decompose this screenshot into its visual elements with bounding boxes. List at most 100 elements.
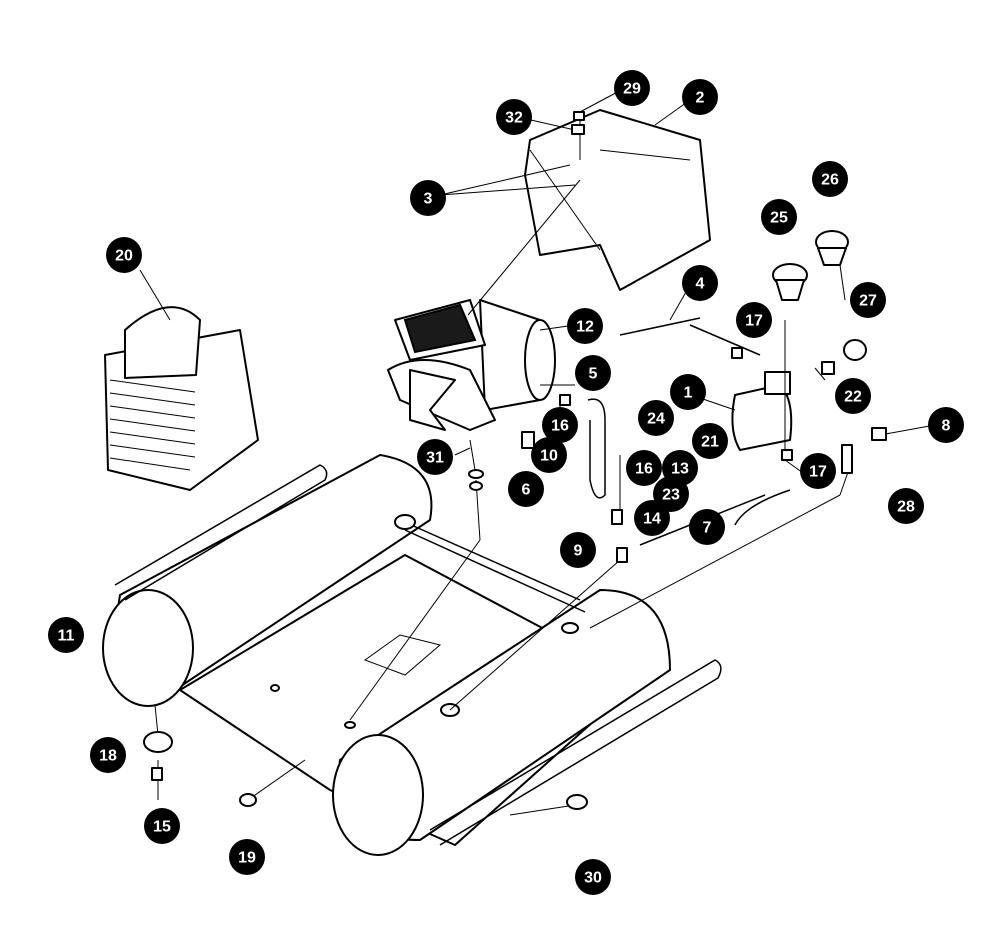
callout-circle <box>736 302 772 338</box>
callout-10: 10 <box>531 437 567 473</box>
right-tank-rail <box>429 659 722 846</box>
callout-circle <box>638 400 674 436</box>
callout-14: 14 <box>634 500 670 536</box>
callout-number: 31 <box>426 450 444 467</box>
callout-number: 16 <box>551 418 569 435</box>
callout-18: 18 <box>90 737 126 773</box>
top-cover <box>524 109 711 291</box>
callout-circle <box>410 180 446 216</box>
air-tank-assembly <box>102 454 722 856</box>
callout-circle <box>575 859 611 895</box>
callout-circle <box>106 237 142 273</box>
rear-shroud <box>104 306 259 491</box>
callout-27: 27 <box>850 282 886 318</box>
callout-30: 30 <box>575 859 611 895</box>
callout-number: 18 <box>99 748 117 765</box>
callout-circle <box>531 437 567 473</box>
callout-6: 6 <box>508 471 544 507</box>
callout-number: 21 <box>701 434 719 451</box>
callout-circle <box>560 532 596 568</box>
callout-29: 29 <box>614 70 650 106</box>
callout-number: 2 <box>696 90 705 107</box>
callout-circle <box>888 488 924 524</box>
callout-circle <box>850 282 886 318</box>
motor-pump-assembly <box>387 299 556 431</box>
callout-number: 22 <box>844 389 862 406</box>
callout-22: 22 <box>835 378 871 414</box>
callout-16b: 16 <box>626 450 662 486</box>
callout-circle <box>144 808 180 844</box>
callout-26: 26 <box>812 161 848 197</box>
callout-number: 10 <box>540 448 558 465</box>
callout-32: 32 <box>496 99 532 135</box>
callout-number: 14 <box>643 511 661 528</box>
tank-port-d <box>270 684 280 692</box>
callout-number: 7 <box>703 520 712 537</box>
callout-number: 30 <box>584 870 602 887</box>
callout-number: 28 <box>897 499 915 516</box>
callout-23: 23 <box>653 476 689 512</box>
callout-circle <box>417 439 453 475</box>
fasteners <box>143 111 887 810</box>
callout-number: 12 <box>576 319 594 336</box>
callout-9: 9 <box>560 532 596 568</box>
callout-7: 7 <box>689 509 725 545</box>
callout-31: 31 <box>417 439 453 475</box>
callout-number: 29 <box>623 81 641 98</box>
callout-number: 25 <box>770 210 788 227</box>
callout-circle <box>48 617 84 653</box>
callout-21: 21 <box>692 423 728 459</box>
callout-11: 11 <box>48 617 84 653</box>
callout-number: 17 <box>809 464 827 481</box>
callout-2: 2 <box>682 79 718 115</box>
callout-4: 4 <box>682 265 718 301</box>
callout-number: 11 <box>58 628 75 645</box>
callout-number: 19 <box>238 850 256 867</box>
callout-circle <box>692 423 728 459</box>
callout-circle <box>90 737 126 773</box>
callout-1: 1 <box>670 374 706 410</box>
connecting-pipe <box>399 519 586 613</box>
callout-circle <box>508 471 544 507</box>
callout-circle <box>800 453 836 489</box>
tube-7 <box>734 489 791 526</box>
callout-28: 28 <box>888 488 924 524</box>
callout-number: 13 <box>671 461 689 478</box>
callout-15: 15 <box>144 808 180 844</box>
callout-17a: 17 <box>736 302 772 338</box>
callout-circle <box>634 500 670 536</box>
tank-port-a <box>561 622 579 634</box>
callout-circle <box>670 374 706 410</box>
callout-circle <box>653 476 689 512</box>
callout-circle <box>575 355 611 391</box>
callout-number: 17 <box>745 313 763 330</box>
supply-line <box>619 317 761 356</box>
callout-circle <box>682 79 718 115</box>
callout-3: 3 <box>410 180 446 216</box>
tank-port-c <box>344 721 356 729</box>
callout-number: 26 <box>821 172 839 189</box>
callout-number: 6 <box>522 482 531 499</box>
callout-circle <box>496 99 532 135</box>
callout-number: 16 <box>635 461 653 478</box>
callout-20: 20 <box>106 237 142 273</box>
callout-24: 24 <box>638 400 674 436</box>
callout-number: 20 <box>115 248 133 265</box>
callout-circle <box>835 378 871 414</box>
callout-circle <box>682 265 718 301</box>
callout-17b: 17 <box>800 453 836 489</box>
discharge-tube <box>587 398 606 499</box>
callout-circle <box>542 407 578 443</box>
callout-circle <box>229 839 265 875</box>
callout-number: 1 <box>684 385 693 402</box>
callout-circle <box>614 70 650 106</box>
callout-12: 12 <box>567 308 603 344</box>
left-tank-rail <box>114 464 328 601</box>
callout-number: 4 <box>696 276 705 293</box>
callout-badges: 1234567891011121314151616171718192021222… <box>48 70 964 895</box>
callout-circle <box>689 509 725 545</box>
callout-circle <box>626 450 662 486</box>
callout-number: 8 <box>942 418 951 435</box>
callout-8: 8 <box>928 407 964 443</box>
callout-number: 27 <box>859 293 877 310</box>
